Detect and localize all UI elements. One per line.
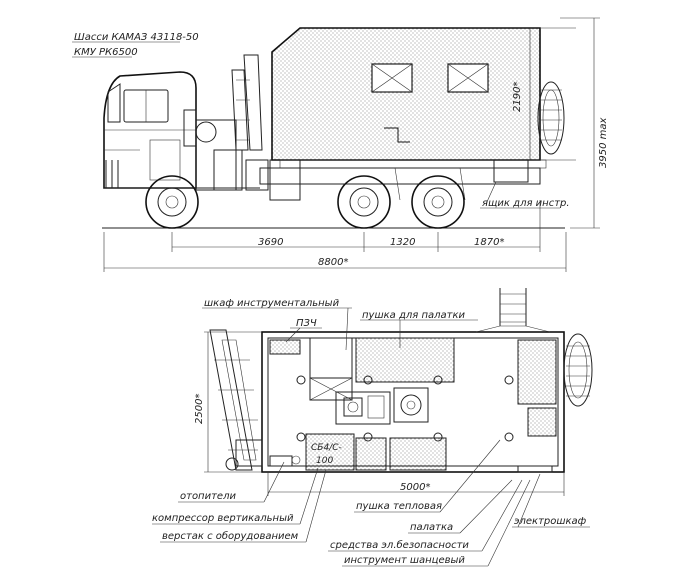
dim-box-height: 2190* — [512, 82, 523, 112]
crane-label: КМУ РК6500 — [74, 47, 138, 58]
front-wheel — [145, 175, 199, 229]
van-body — [271, 27, 547, 169]
label-electric-cabinet: электрошкаф — [514, 516, 587, 527]
label-trench-tools: инструмент шанцевый — [344, 555, 465, 566]
chassis-label: Шасси КАМАЗ 43118-50 — [74, 32, 199, 43]
dim-max-height: 3950 max — [598, 118, 609, 168]
label-tent: палатка — [410, 522, 453, 533]
label-tool-cabinet: шкаф инструментальный — [204, 298, 340, 309]
dim-wheelbase-rear: 1320 — [390, 237, 415, 248]
plan-view: ПЗЧ шкаф инструментальный пушка для пала… — [152, 288, 593, 567]
heat-gun — [355, 437, 387, 471]
right-dotted-area-2 — [527, 407, 557, 437]
dim-wheelbase-front: 3690 — [258, 237, 283, 248]
side-view: ящик для инстр. 3690 1320 1870* 8800* 21… — [102, 17, 609, 272]
tent-gun-area — [355, 337, 455, 383]
label-tool-box: ящик для инстр. — [482, 198, 570, 209]
label-workbench: верстак с оборудованием — [162, 530, 299, 542]
crane-kmu — [195, 54, 301, 201]
plan-spare-wheel — [563, 333, 593, 407]
pzch-box — [269, 339, 301, 355]
rear-wheel-2 — [411, 175, 465, 229]
dim-total-length: 8800* — [318, 257, 348, 268]
label-heat-gun: пушка тепловая — [356, 501, 442, 512]
plan-body-outline — [261, 331, 565, 473]
right-dotted-area-1 — [517, 339, 557, 405]
plan-crane — [209, 329, 263, 471]
electric-cabinet — [517, 465, 553, 473]
label-tent-gun: пушка для палатки — [362, 310, 466, 321]
generator-label-1: СБ4/С- — [311, 443, 342, 453]
spare-wheel — [537, 81, 565, 155]
label-heaters: отопители — [180, 491, 236, 502]
tent-box — [389, 437, 447, 471]
dim-rear-overhang: 1870* — [474, 237, 504, 248]
generator — [305, 433, 355, 471]
label-fire-safety: средства эл.безопасности — [330, 539, 469, 551]
dim-width: 2500* — [194, 394, 205, 424]
truck-cab — [103, 71, 260, 189]
generator-label-2: 100 — [316, 456, 333, 466]
dim-body-length: 5000* — [400, 482, 430, 493]
rear-wheel-1 — [337, 175, 391, 229]
label-vertical-compressor: компрессор вертикальный — [152, 513, 294, 524]
label-spare-parts: ПЗЧ — [296, 318, 317, 329]
tool-cabinet — [309, 337, 353, 379]
ladder — [475, 288, 551, 333]
workbench-equipment — [335, 387, 429, 425]
lamp-markers — [296, 375, 514, 442]
